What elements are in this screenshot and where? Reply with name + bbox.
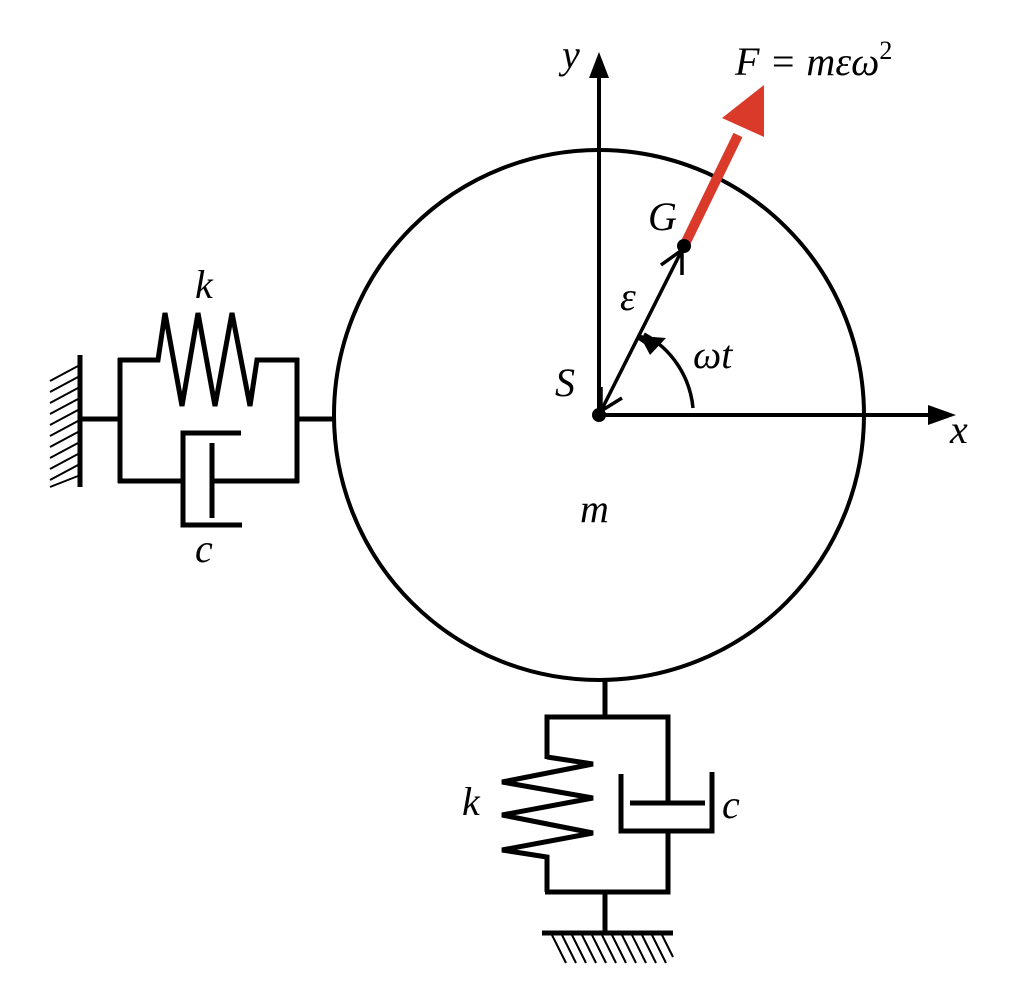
force-arrow — [679, 85, 764, 249]
force-label-text: F = mεω — [734, 39, 879, 84]
left-damper-label: c — [195, 526, 213, 571]
center-of-mass-point — [677, 239, 691, 253]
bottom-spring-label: k — [462, 779, 481, 824]
bottom-damper-label: c — [722, 782, 740, 827]
angle-label: ωt — [693, 332, 733, 377]
eccentricity-label: ε — [620, 274, 636, 319]
y-axis — [589, 52, 609, 415]
left-wall-hatch — [49, 365, 79, 488]
left-spring-label: k — [195, 262, 214, 307]
left-spring — [118, 312, 299, 407]
left-damper-cup — [180, 430, 242, 528]
ground-hatch — [551, 934, 674, 964]
force-label-exponent: 2 — [879, 36, 892, 65]
mass-label: m — [580, 486, 609, 531]
shaft-center-label: S — [555, 360, 575, 405]
bottom-spring-damper — [501, 679, 715, 964]
shaft-center-point — [592, 408, 606, 422]
force-label: F = mεω2 — [734, 36, 892, 84]
eccentricity-arrow — [599, 246, 684, 415]
x-axis — [599, 405, 956, 425]
x-axis-label: x — [949, 407, 968, 452]
bottom-spring — [501, 754, 594, 892]
left-spring-damper — [49, 312, 334, 528]
center-of-mass-label: G — [648, 194, 677, 239]
y-axis-label: y — [558, 32, 580, 77]
angle-arc — [637, 332, 695, 409]
